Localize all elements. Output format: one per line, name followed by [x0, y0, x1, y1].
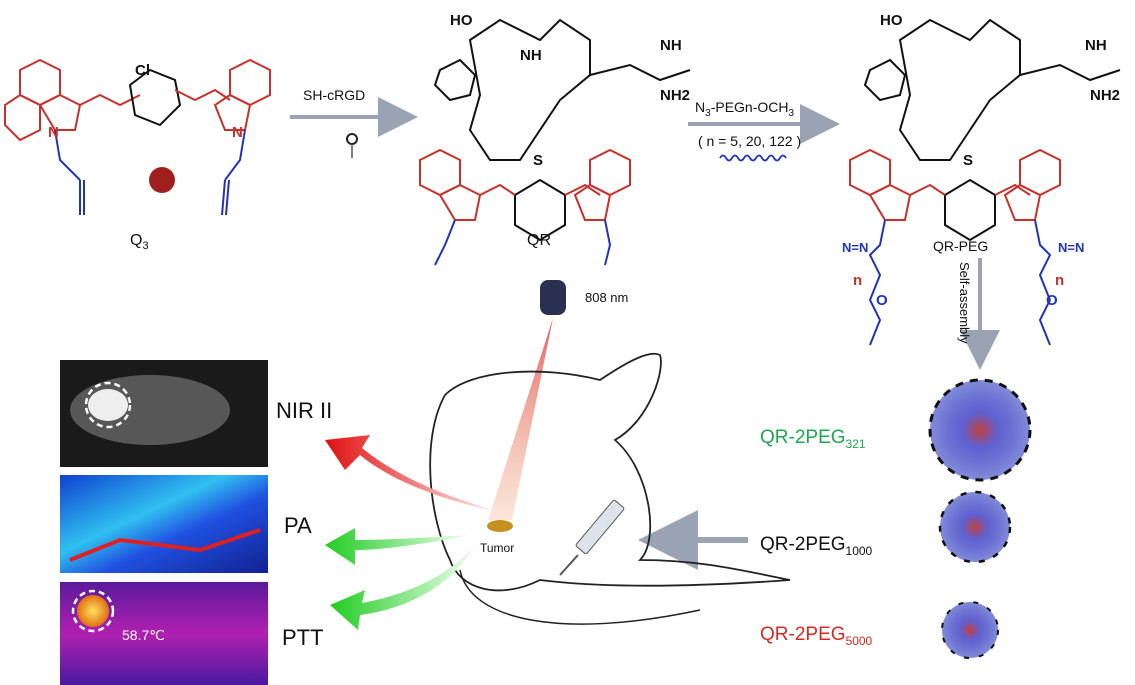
laser-source: 808 nm [488, 280, 628, 520]
laser-beam [488, 318, 553, 520]
qr-peg-hydroxyl: HO [880, 12, 903, 29]
pa-panel: PA [60, 475, 312, 573]
nir-arrow [325, 435, 500, 512]
nanoparticle-list: QR-2PEG321 QR-2PEG1000 QR-2PEG5000 [760, 378, 1032, 659]
peg-chain-icon [719, 154, 787, 162]
qr-amine: NH [520, 47, 542, 64]
nir-ii-panel: NIR II [60, 360, 332, 467]
ptt-panel: 58.7℃ PTT [60, 582, 324, 685]
pa-image [60, 475, 268, 573]
peg-n-right: n [1055, 272, 1064, 289]
q3-nitrogen-right: N [232, 124, 243, 141]
laser-icon [540, 280, 566, 315]
pa-label: PA [284, 513, 312, 538]
qr-hydroxyl: HO [450, 12, 473, 29]
self-assembly-label: Self-assembly [957, 262, 972, 344]
peg-o-left: O [876, 292, 888, 309]
thiol-icon [346, 133, 358, 145]
step1-arrow: SH-cRGD [290, 87, 418, 158]
step2-condition: ( n = 5, 20, 122 ) [698, 133, 801, 149]
np-label-1000: QR-2PEG1000 [760, 534, 873, 558]
ptt-arrow [330, 545, 475, 630]
qr-label: QR [527, 232, 551, 249]
ptt-temperature: 58.7℃ [122, 627, 165, 643]
qr-peg-amine2: NH2 [1090, 87, 1120, 104]
qr-peg-molecule: HO NH NH2 S N=N N=N n n O O QR-PEG [842, 12, 1121, 346]
qr-sulfur: S [533, 152, 543, 169]
qr-peg-amine: NH [1085, 37, 1107, 54]
ptt-label: PTT [282, 625, 324, 650]
nanoparticle-1000 [940, 492, 1010, 562]
tumor-label: Tumor [480, 541, 514, 555]
qr-amine2: NH2 [660, 87, 690, 104]
triazole-label-right: N=N [1058, 240, 1084, 255]
peg-n-left: n [853, 272, 862, 289]
q3-nitrogen-left: N [48, 124, 59, 141]
q3-label: Q3 [130, 232, 149, 252]
sphere-icon [149, 167, 175, 193]
nanoparticle-321 [930, 380, 1030, 480]
np-label-5000: QR-2PEG5000 [760, 624, 873, 648]
nir-ii-label: NIR II [276, 398, 332, 423]
nanoparticle-5000 [942, 602, 998, 658]
step2-reagent: N3-PEGn-OCH3 [695, 99, 794, 119]
mouse-illustration: Tumor [429, 352, 791, 625]
chloro-label: Cl [135, 62, 150, 79]
peg-o-right: O [1046, 292, 1058, 309]
self-assembly-arrow: Self-assembly [957, 258, 1000, 370]
triazole-label-left: N=N [842, 240, 868, 255]
step2-arrow: N3-PEGn-OCH3 ( n = 5, 20, 122 ) [688, 99, 840, 162]
pa-arrow [325, 528, 470, 565]
qr-peg-label: QR-PEG [933, 238, 988, 254]
laser-wavelength: 808 nm [585, 290, 628, 305]
step1-reagent: SH-cRGD [303, 87, 365, 103]
q3-molecule: Cl N N Q3 [4, 58, 271, 252]
qr-molecule: HO NH NH NH2 S QR [419, 12, 691, 266]
syringe-icon [559, 499, 625, 576]
np-label-321: QR-2PEG321 [760, 427, 866, 451]
tumor-spot [487, 520, 513, 532]
qr-peg-sulfur: S [963, 152, 973, 169]
qr-amine-guanidine: NH [660, 37, 682, 54]
